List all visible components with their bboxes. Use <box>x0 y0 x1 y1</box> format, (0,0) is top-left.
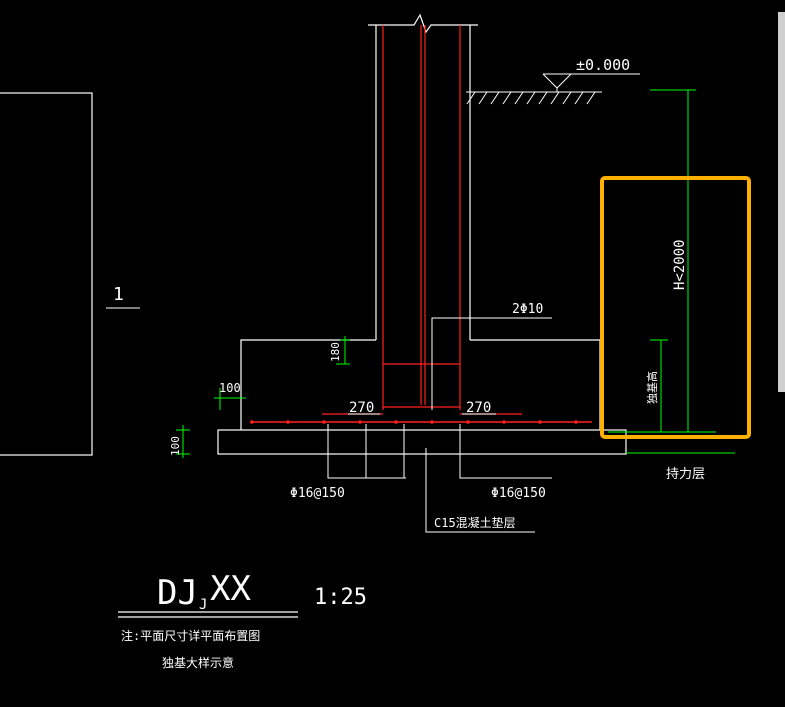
rebar-left-label: Φ16@150 <box>290 486 345 501</box>
elevation-label: ±0.000 <box>576 56 630 74</box>
dim-270-left: 270 <box>349 400 374 416</box>
dim-270-right: 270 <box>466 400 491 416</box>
scale-label: 1:25 <box>314 585 367 610</box>
axis-marker: 1 <box>113 284 124 305</box>
title-suffix: XX <box>210 569 251 609</box>
vertical-scrollbar[interactable] <box>778 12 785 392</box>
height-dimension: H<2000 <box>672 239 688 290</box>
dim-180: 180 <box>329 342 342 362</box>
note-line-1: 注:平面尺寸详平面布置图 <box>121 628 260 643</box>
leaders <box>327 317 552 533</box>
highlight-box <box>600 176 751 439</box>
rebar-right-label: Φ16@150 <box>491 486 546 501</box>
title-main: DJ <box>157 573 198 613</box>
cushion-label: C15混凝土垫层 <box>434 515 516 530</box>
column-height-label: 独基高 <box>645 371 659 404</box>
ground-line <box>466 73 640 105</box>
title-sub: J <box>199 597 207 613</box>
note-line-2: 独基大样示意 <box>162 655 234 670</box>
dim-100-bottom: 100 <box>169 436 182 456</box>
rebar-label: 2Φ10 <box>512 302 543 317</box>
adjacent-detail-frame <box>0 92 93 456</box>
dimension-lines <box>176 89 735 458</box>
rebar-dots <box>250 420 578 424</box>
bearing-layer-label: 持力层 <box>666 467 705 482</box>
rebar <box>250 25 592 423</box>
dim-100-left: 100 <box>219 381 241 395</box>
